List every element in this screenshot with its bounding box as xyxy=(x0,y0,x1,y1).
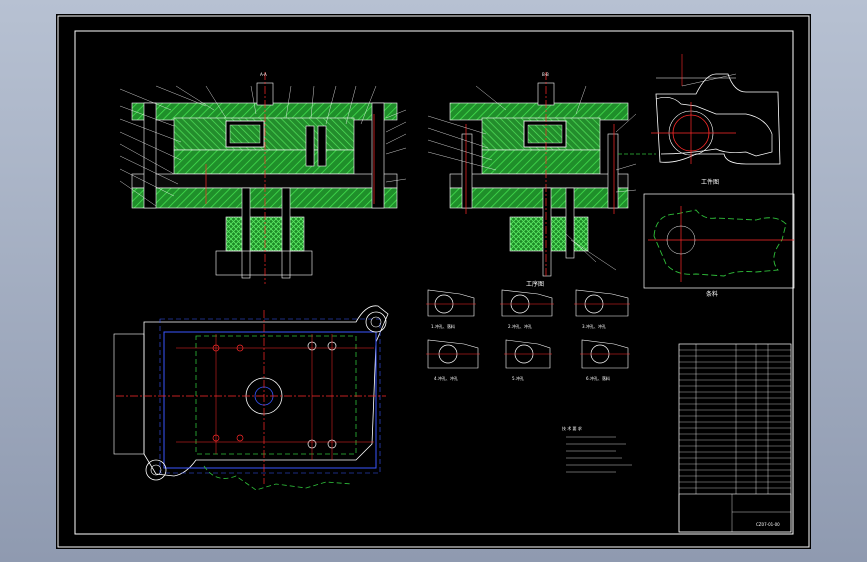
step-5 xyxy=(504,339,552,369)
step-2-label: 2.冲孔、冲孔 xyxy=(508,323,532,329)
step-6 xyxy=(580,339,630,369)
notes-title: 技 术 要 求 xyxy=(562,425,582,431)
strip-title: 工序图 xyxy=(526,280,544,288)
border-inner xyxy=(74,30,794,535)
step-2 xyxy=(500,289,554,317)
section-title-right: B-B xyxy=(542,72,549,77)
step-5-label: 5.冲孔 xyxy=(512,375,524,381)
technical-notes: 技 术 要 求 xyxy=(562,425,632,473)
section-view-left: A-A xyxy=(119,72,407,284)
step-3 xyxy=(574,289,630,317)
section-view-right: B-B xyxy=(427,72,656,277)
step-6-label: 6.冲孔、落料 xyxy=(586,375,610,381)
step-4-label: 4.冲孔、冲孔 xyxy=(434,375,458,381)
step-4 xyxy=(426,339,480,369)
step-3-label: 3.冲孔、冲孔 xyxy=(582,323,606,329)
process-steps: 工序图 1. xyxy=(426,280,630,381)
drawing-canvas: A-A xyxy=(57,15,810,548)
scrap-title: 条料 xyxy=(706,290,718,298)
step-1-label: 1.冲孔、落料 xyxy=(431,323,455,329)
workpiece-title: 工件图 xyxy=(701,178,719,186)
strip-view: 条料 xyxy=(643,193,795,298)
section-title-left: A-A xyxy=(260,72,267,77)
workpiece-view: 工件图 xyxy=(651,54,781,186)
plan-view xyxy=(113,305,389,491)
title-block: CZ07-01-00 xyxy=(678,343,792,533)
border-outer xyxy=(57,15,810,548)
drawing-number: CZ07-01-00 xyxy=(756,522,780,527)
step-1 xyxy=(426,289,476,317)
drawing-sheet: A-A xyxy=(56,14,811,549)
